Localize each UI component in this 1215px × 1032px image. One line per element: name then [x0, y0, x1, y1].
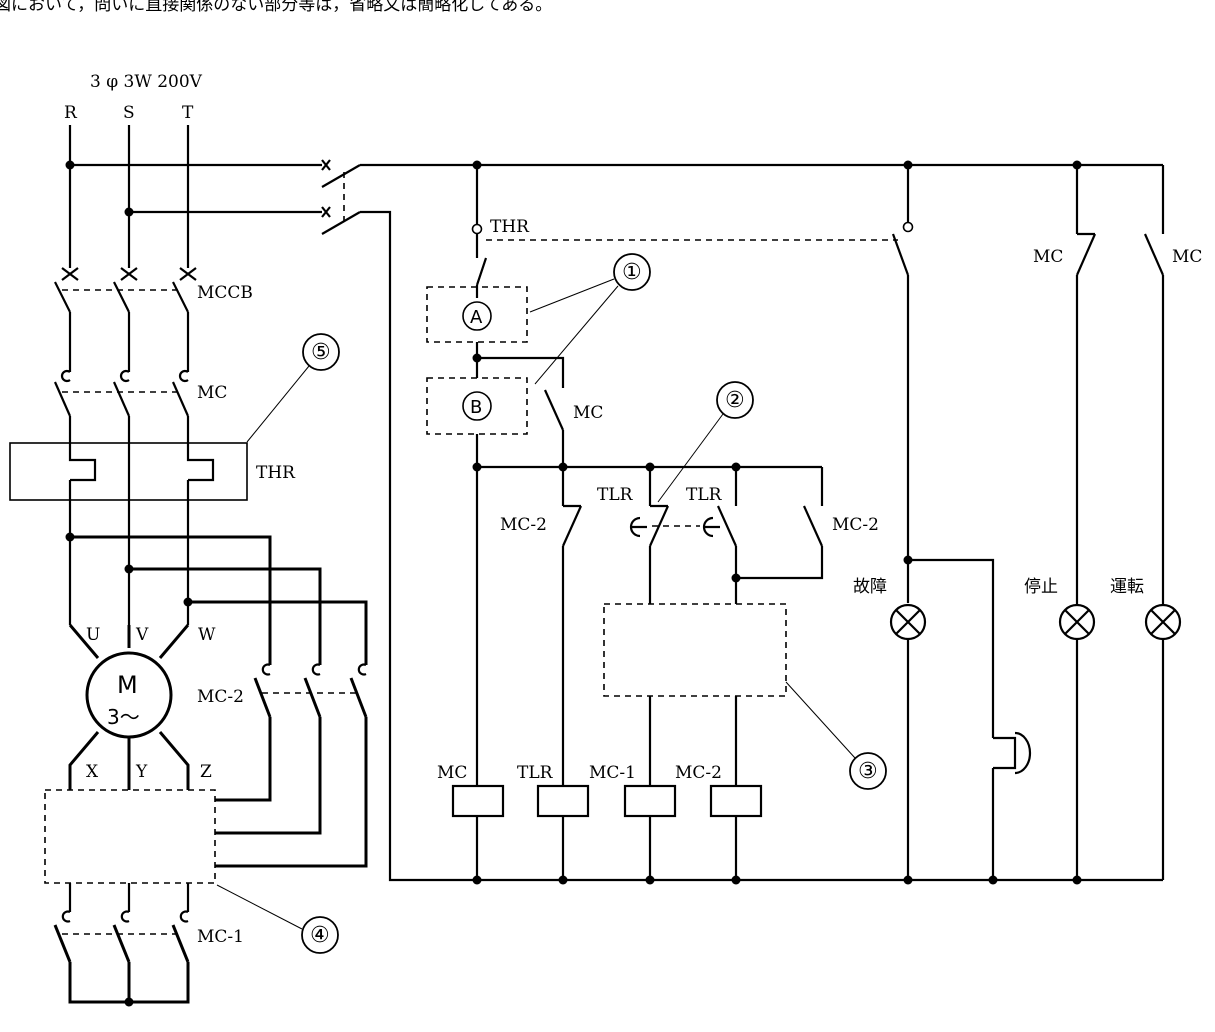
mc1-main-label: MC-1 — [197, 927, 244, 947]
buzzer — [993, 731, 1032, 775]
main-circuit: MCCB MC THR — [9, 125, 368, 1007]
callout-3-text: ③ — [858, 759, 878, 784]
callout-4-text: ④ — [310, 923, 330, 948]
coil-mc-label: MC — [437, 763, 467, 783]
blank-box-3 — [603, 603, 787, 697]
mc1-main-contacts — [53, 883, 190, 1007]
lamp-fault-label: 故障 — [853, 577, 887, 597]
coil-mc1 — [623, 784, 677, 818]
control-circuit: THR A MC B MC MC-2 — [321, 159, 1202, 885]
mc-main-contacts — [53, 369, 190, 443]
coil-mc1-label: MC-1 — [589, 763, 636, 783]
terminal-u: U — [86, 625, 100, 645]
callout-4: ④ — [216, 884, 339, 954]
phase-t-label: T — [182, 103, 194, 123]
mc2-hold-label: MC-2 — [832, 515, 879, 535]
callout-1-text: ① — [622, 260, 642, 285]
phase-r-label: R — [64, 103, 78, 123]
top-note: 図において，問いに直接関係のない部分等は，省略又は簡略化してある。 — [0, 0, 552, 15]
coil-mc — [451, 784, 505, 818]
mc-main-label: MC — [197, 383, 227, 403]
tlr-no-label: TLR — [686, 485, 723, 505]
blank-b-label: B — [470, 397, 482, 418]
coil-tlr-label: TLR — [517, 763, 554, 783]
mc2-nc-label: MC-2 — [500, 515, 547, 535]
mc-hold-label: MC — [573, 403, 603, 423]
terminal-v: V — [135, 625, 149, 645]
lamp-stop-label: 停止 — [1024, 577, 1058, 597]
coil-mc2-label: MC-2 — [675, 763, 722, 783]
callout-5: ⑤ — [246, 333, 340, 443]
mc2-main-contacts — [215, 663, 368, 868]
supply-label: 3 φ 3W 200V — [90, 72, 203, 92]
mc-nc-label: MC — [1033, 247, 1063, 267]
mccb — [54, 267, 197, 372]
mc2-main-label: MC-2 — [197, 687, 244, 707]
terminal-w: W — [198, 625, 216, 645]
lamp-fault — [889, 603, 927, 641]
callout-2-text: ② — [725, 388, 745, 413]
lamp-stop — [1058, 603, 1096, 641]
tlr-nc-label: TLR — [597, 485, 634, 505]
thermal-relay — [9, 442, 248, 501]
lamp-run — [1144, 603, 1182, 641]
mc-no-label: MC — [1172, 247, 1202, 267]
blank-box-4 — [44, 789, 216, 884]
terminal-z: Z — [200, 762, 212, 782]
motor-type: 3〜 — [107, 705, 140, 729]
coil-tlr — [536, 784, 590, 818]
thr-control-label: THR — [490, 217, 530, 237]
motor-symbol: M — [117, 671, 138, 699]
callout-5-text: ⑤ — [311, 340, 331, 365]
blank-a-label: A — [470, 307, 483, 328]
mccb-label: MCCB — [197, 283, 253, 303]
lamp-run-label: 運転 — [1110, 577, 1144, 597]
phase-s-label: S — [123, 103, 135, 123]
blank-box-a — [426, 286, 528, 343]
callout-2: ② — [657, 381, 754, 503]
callout-1: ① — [529, 253, 651, 385]
blank-box-b — [426, 377, 528, 435]
coil-mc2 — [709, 784, 763, 818]
motor: M 3〜 — [85, 651, 173, 739]
terminal-x: X — [86, 762, 99, 782]
callout-3: ③ — [785, 681, 887, 790]
terminal-y: Y — [135, 762, 148, 782]
thr-main-label: THR — [256, 463, 296, 483]
